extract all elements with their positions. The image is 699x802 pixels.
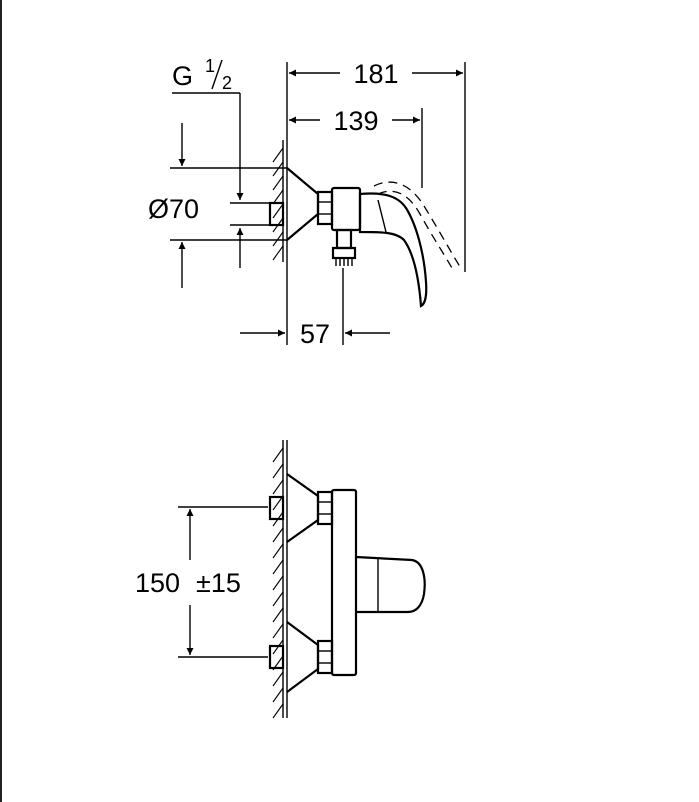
dimension-139: 139 [289,106,423,188]
front-view-mixer-body [330,488,358,677]
dimension-181: 181 [289,59,466,272]
front-view-upper-inlet [268,473,334,543]
side-view-outlet [331,228,357,266]
front-view-handle [355,555,426,614]
dim-181-label: 181 [353,59,398,89]
side-view-hex-nut [316,190,334,226]
front-view: 150 ±15 [135,440,426,719]
thread-denominator: 2 [222,73,232,93]
side-view-wall [272,62,288,345]
side-view: 181 139 G 1 2 Ø70 [148,56,466,349]
dim-diameter-label: Ø70 [148,194,199,224]
front-view-lower-inlet [268,621,334,693]
side-view-lever-swing [373,181,463,271]
dimension-diameter-70: Ø70 [148,123,287,288]
thread-fraction-bar [211,59,223,90]
thread-label-g: G [172,61,193,91]
side-view-lever-seam [377,199,387,233]
dim-57-label: 57 [300,319,330,349]
side-view-pipe-stub [268,201,285,227]
thread-numerator: 1 [205,56,215,76]
front-view-wall [272,440,288,719]
dim-150-label: 150 [135,568,180,598]
dimension-57: 57 [240,268,390,349]
thread-callout: G 1 2 [172,56,244,268]
side-view-mixer-body [330,186,362,232]
side-view-escutcheon [286,167,320,241]
side-view-lever [358,192,428,308]
dimension-150: 150 ±15 [135,506,268,658]
dim-150-tolerance: ±15 [196,568,241,598]
dim-139-label: 139 [333,106,378,136]
